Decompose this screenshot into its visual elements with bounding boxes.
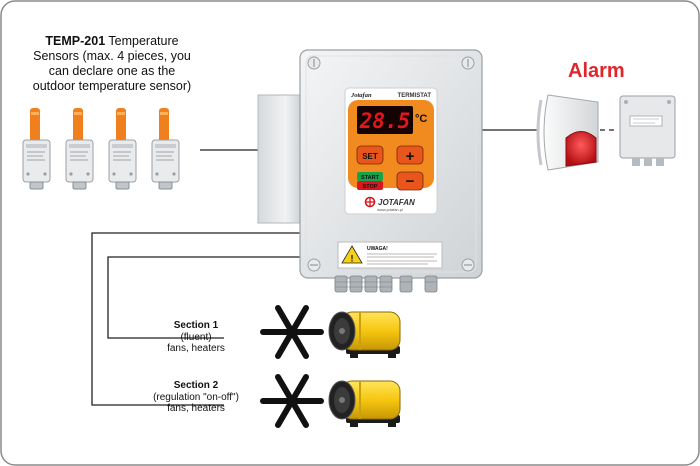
section-2-mode: (regulation "on-off"): [153, 391, 239, 403]
warning-title: UWAGA!: [367, 246, 388, 252]
section-1-caption: Section 1 (fluent) fans, heaters: [148, 320, 244, 355]
section-1-mode: (fluent): [180, 331, 212, 343]
alarm-siren: [536, 94, 599, 171]
cable-glands: [334, 275, 438, 293]
minus-button[interactable]: [396, 171, 424, 191]
section-2-title: Section 2: [173, 380, 219, 391]
mounting-plate: [257, 94, 305, 224]
brand-website: www.jotafan.pl: [377, 207, 403, 212]
set-button[interactable]: [356, 145, 384, 165]
minus-button-label: −: [406, 173, 415, 190]
stop-button-label: STOP: [363, 184, 378, 190]
alarm-module: [619, 95, 676, 166]
sensor-caption: TEMP-201 Temperature Sensors (max. 4 pie…: [28, 34, 196, 94]
section-1-devices: fans, heaters: [167, 343, 225, 354]
section-1-line: [107, 256, 320, 339]
temperature-sensor-2: [65, 107, 94, 190]
display-value: 28.5: [359, 109, 411, 133]
start-button[interactable]: [357, 172, 383, 181]
warning-text-lines: [367, 253, 437, 265]
brand-name: JOTAFAN: [378, 198, 415, 207]
section-2-caption: Section 2 (regulation "on-off") fans, he…: [146, 380, 246, 415]
section-2-line: [91, 232, 320, 406]
fan-icon-2: [263, 377, 321, 425]
stop-button[interactable]: [357, 181, 383, 190]
heater-icon-2: [328, 380, 401, 428]
display-screen: [357, 106, 413, 134]
section-2-devices: fans, heaters: [167, 403, 225, 414]
plus-button-label: +: [406, 148, 415, 165]
sensor-model: TEMP-201: [45, 34, 106, 48]
warning-label: [337, 241, 443, 269]
termistat-title: TERMISTAT: [398, 93, 432, 99]
temperature-sensor-4: [151, 107, 180, 190]
set-button-label: SET: [362, 152, 378, 161]
brand-logo-text: Jotafan: [350, 92, 372, 99]
heater-icon: [328, 311, 401, 358]
alarm-label: Alarm: [568, 60, 625, 82]
temperature-sensor-3: [108, 107, 137, 190]
section-1-title: Section 1: [173, 320, 219, 331]
sensor-description: Temperature Sensors (max. 4 pieces, you …: [32, 34, 192, 93]
termistat-controller: Jotafan TERMISTAT 28.5 °C SET + START ST…: [299, 49, 483, 293]
fan-icon: [260, 305, 324, 359]
start-button-label: START: [361, 175, 380, 181]
svg-text:!: !: [351, 254, 354, 264]
warning-triangle-icon: [341, 245, 363, 264]
temperature-sensor: [22, 108, 51, 190]
jotafan-fan-icon: [364, 196, 376, 208]
display-unit: °C: [415, 113, 427, 125]
plus-button[interactable]: [396, 145, 424, 165]
